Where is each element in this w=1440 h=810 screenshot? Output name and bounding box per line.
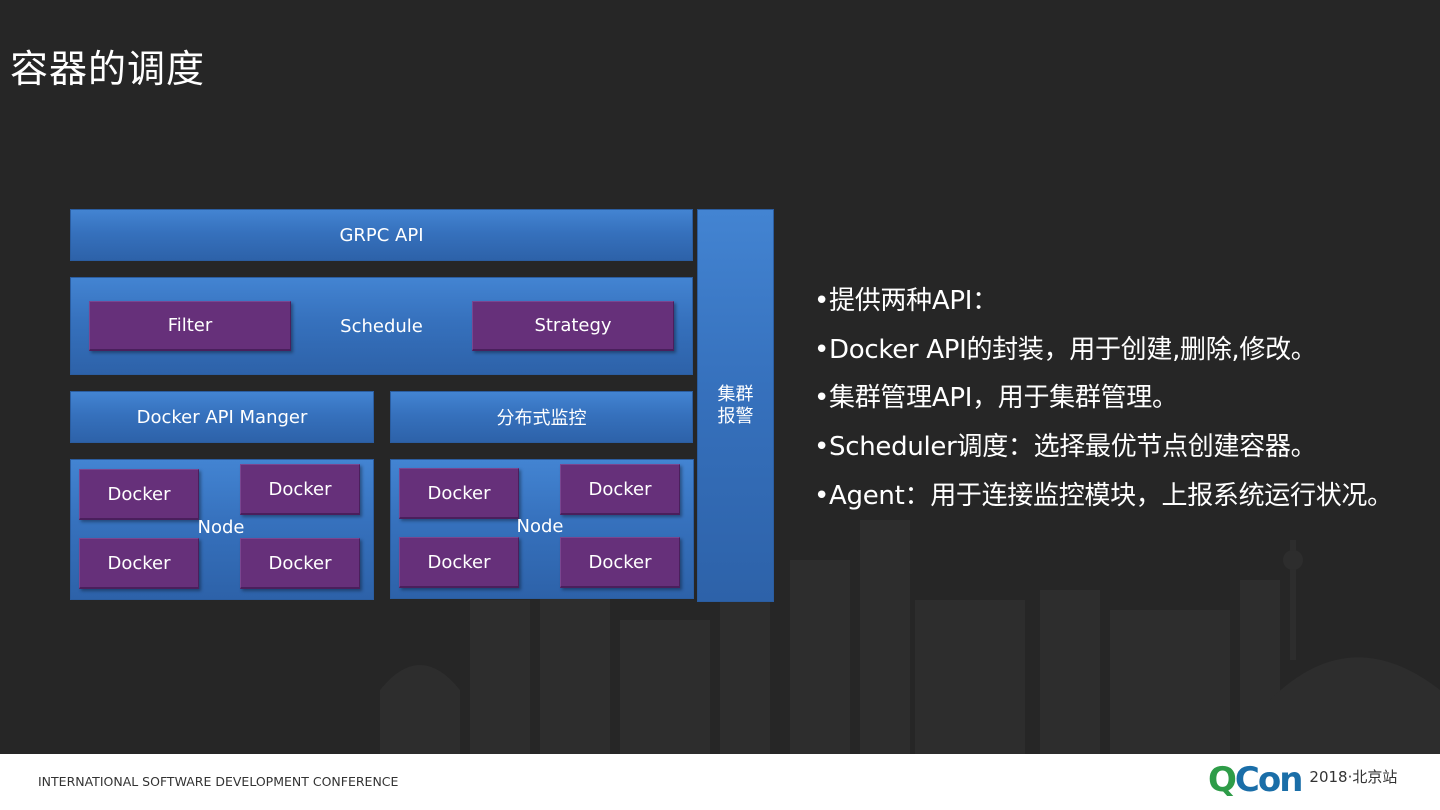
qcon-edition: 2018·北京站 [1309, 767, 1398, 786]
docker-box: Docker [79, 538, 199, 589]
qcon-logo-q: Q [1208, 760, 1237, 800]
qcon-brand: QCon 2018·北京站 [1208, 760, 1397, 800]
grpc-api-box: GRPC API [70, 209, 693, 261]
bullet-list: •提供两种API： •Docker API的封装，用于创建,删除,修改。 •集群… [814, 278, 1393, 521]
docker-label: Docker [268, 478, 332, 500]
cluster-alarm-label-line2: 报警 [717, 405, 754, 427]
docker-box: Docker [560, 464, 680, 515]
docker-label: Docker [107, 483, 171, 505]
strategy-box: Strategy [472, 301, 674, 351]
distributed-monitoring-label: 分布式监控 [496, 408, 587, 429]
docker-box: Docker [240, 538, 360, 589]
bullet-item: •集群管理API，用于集群管理。 [814, 383, 1178, 414]
docker-box: Docker [399, 468, 519, 519]
filter-box: Filter [89, 301, 291, 351]
node-label-right: Node [516, 516, 564, 537]
docker-box: Docker [79, 469, 199, 520]
docker-box: Docker [560, 537, 680, 588]
strategy-label: Strategy [534, 315, 612, 336]
filter-label: Filter [167, 315, 213, 336]
docker-box: Docker [399, 537, 519, 588]
distributed-monitoring-box: 分布式监控 [390, 391, 693, 443]
slide: 容器的调度 GRPC API Schedule Filter Strategy … [10, 47, 1394, 602]
docker-label: Docker [588, 551, 652, 573]
cluster-alarm-box: 集群 报警 [697, 209, 774, 602]
docker-label: Docker [588, 478, 652, 500]
bullet-item: •提供两种API： [814, 286, 998, 316]
node-label-left: Node [197, 517, 245, 538]
docker-label: Docker [427, 482, 491, 504]
docker-api-manager-label: Docker API Manger [136, 406, 308, 428]
cluster-alarm-label-line1: 集群 [717, 383, 754, 405]
bullet-item: •Scheduler调度：选择最优节点创建容器。 [814, 432, 1317, 463]
docker-api-manager-box: Docker API Manger [70, 391, 374, 443]
bullet-item: •Agent：用于连接监控模块，上报系统运行状况。 [814, 480, 1393, 511]
docker-label: Docker [427, 551, 491, 573]
conference-name: INTERNATIONAL SOFTWARE DEVELOPMENT CONFE… [38, 774, 399, 789]
docker-label: Docker [107, 552, 171, 574]
grpc-api-label: GRPC API [339, 224, 424, 246]
bullet-item: •Docker API的封装，用于创建,删除,修改。 [814, 334, 1317, 365]
qcon-logo: QCon [1208, 760, 1304, 800]
page-title: 容器的调度 [10, 47, 206, 91]
qcon-logo-rest: Con [1234, 760, 1304, 800]
docker-box: Docker [240, 464, 360, 515]
docker-label: Docker [268, 552, 332, 574]
schedule-label: Schedule [340, 315, 423, 337]
footer: INTERNATIONAL SOFTWARE DEVELOPMENT CONFE… [0, 754, 1440, 810]
